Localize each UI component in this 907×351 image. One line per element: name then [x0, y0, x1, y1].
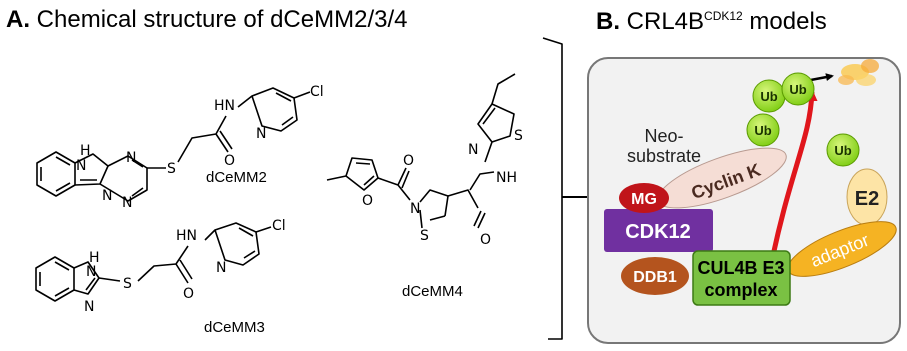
e2-label: E2 [855, 188, 879, 210]
atom-n: N [468, 142, 478, 158]
atom-o: O [362, 193, 373, 209]
ddb1-label: DDB1 [633, 269, 677, 286]
atom-s: S [514, 128, 523, 144]
atom-h: H [80, 143, 91, 159]
molecule-dcemm2 [36, 87, 311, 202]
atom-n: N [256, 126, 266, 142]
molecule-dcemm4 [326, 73, 516, 229]
ub-transfer-arrow [767, 89, 818, 271]
panel-a-title-text: Chemical structure of dCeMM2/3/4 [36, 6, 408, 33]
cul4b-label-line2: complex [704, 280, 777, 300]
atom-nh: NH [496, 170, 517, 186]
atom-n: N [76, 158, 86, 174]
panel-b-title-main: CRL4B [626, 8, 705, 35]
cul4b-shape [692, 250, 791, 306]
atom-cl: Cl [272, 218, 286, 234]
mg-shape [619, 183, 669, 213]
atom-h: H [89, 250, 100, 266]
ub-chain [746, 72, 860, 167]
atom-n: N [126, 150, 136, 166]
atom-hn: HN [214, 98, 235, 114]
panel-a-title: A. Chemical structure of dCeMM2/3/4 [6, 6, 407, 34]
degraded-fragments [838, 59, 879, 86]
atom-s: S [167, 161, 176, 177]
ub-label: Ub [834, 143, 851, 158]
atom-hn: HN [176, 228, 197, 244]
cul4b-label-line1: CUL4B E3 [697, 258, 784, 278]
atom-o: O [224, 153, 235, 169]
ddb1-shape [621, 257, 689, 295]
atom-n: N [102, 188, 112, 204]
label-dcemm2: dCeMM2 [206, 169, 267, 186]
atom-o: O [183, 286, 194, 302]
ub-label: Ub [754, 123, 771, 138]
panel-b-letter: B. [596, 8, 620, 35]
cdk12-label: CDK12 [625, 221, 691, 243]
mg-label: MG [631, 191, 657, 208]
label-dcemm3: dCeMM3 [204, 319, 265, 336]
molecule-dcemm3 [35, 222, 272, 302]
atom-n: N [410, 201, 420, 217]
atom-n: N [122, 195, 132, 211]
panel-b-title-tail: models [742, 8, 827, 35]
atom-o: O [403, 153, 414, 169]
panel-b-title-sup: CDK12 [704, 9, 743, 23]
neo-substrate-line1: Neo- [644, 126, 683, 146]
atom-n: N [216, 260, 226, 276]
atom-cl: Cl [310, 84, 324, 100]
atom-n: N [84, 299, 94, 315]
label-dcemm4: dCeMM4 [402, 283, 463, 300]
atom-s: S [420, 228, 429, 244]
atom-n: N [86, 264, 96, 280]
panel-a-letter: A. [6, 6, 30, 33]
ub-label: Ub [760, 89, 777, 104]
neo-substrate-line2: substrate [627, 146, 701, 166]
cdk12-shape [604, 209, 713, 252]
panel-b-title: B. CRL4BCDK12 models [596, 8, 827, 36]
atom-s: S [123, 276, 132, 292]
ub-label: Ub [789, 82, 806, 97]
atom-o: O [480, 232, 491, 248]
